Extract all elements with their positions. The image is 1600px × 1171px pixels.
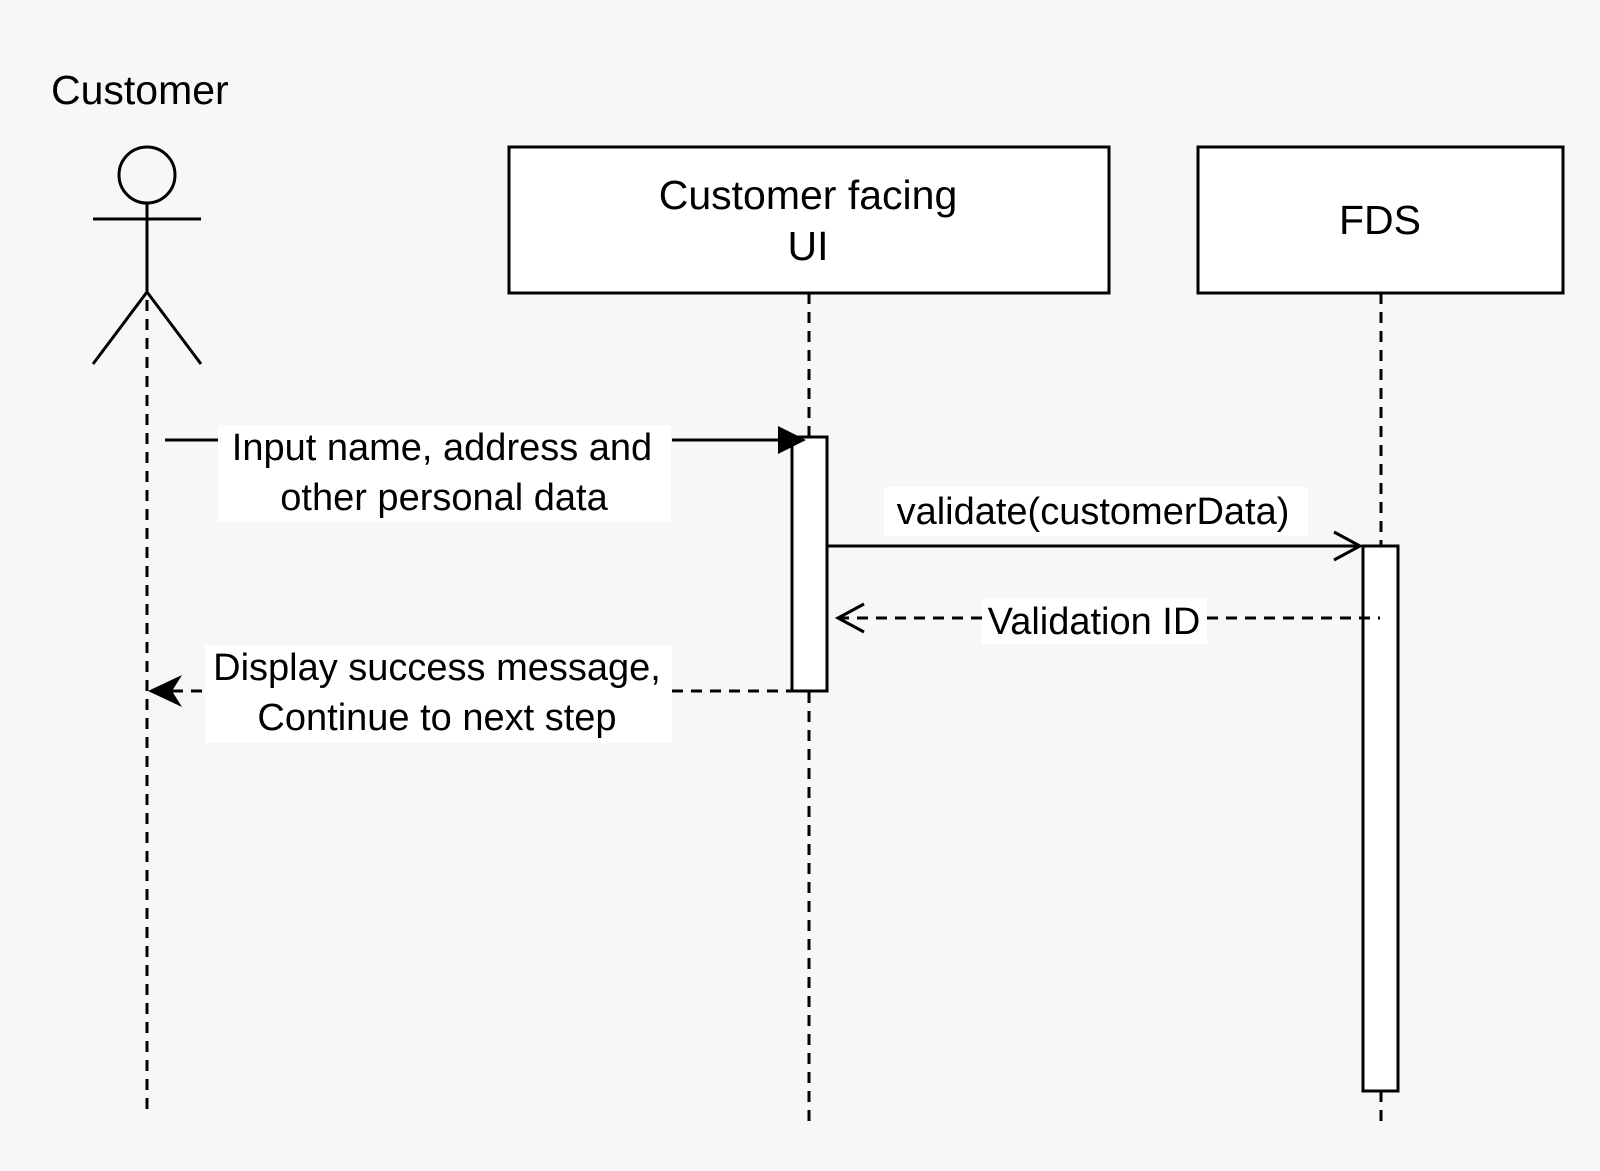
message-validation-id-label-bg (982, 598, 1207, 644)
message-input-label-line2: other personal data (280, 477, 608, 519)
participant-ui-label-line1: Customer facing (659, 172, 958, 218)
message-validate-label-bg (884, 487, 1308, 536)
actor-name-customer: Customer (51, 67, 229, 113)
message-validate: validate(customerData) (827, 487, 1364, 562)
message-display-label-line2: Continue to next step (257, 697, 616, 739)
message-input-label-bg (218, 425, 671, 522)
message-validation-id: Validation ID (834, 598, 1380, 644)
participant-ui-label-line2: UI (788, 223, 829, 269)
message-input: Input name, address and other personal d… (165, 425, 806, 522)
message-display: Display success message, Continue to nex… (148, 645, 809, 743)
activation-fds (1361, 544, 1400, 1093)
arrowhead-filled-icon (148, 675, 182, 707)
activation-ui (790, 435, 829, 693)
participant-ui: Customer facing UI (507, 145, 1111, 295)
message-display-label-line1: Display success message, (213, 647, 661, 689)
message-display-label-bg (205, 645, 672, 743)
actor-figure-customer (91, 145, 203, 365)
participant-fds-label: FDS (1339, 197, 1421, 243)
arrowhead-open-icon (834, 602, 865, 634)
arrowhead-filled-icon (778, 426, 806, 454)
arrowhead-open-icon (1333, 530, 1364, 562)
message-validate-label: validate(customerData) (897, 491, 1290, 533)
participant-fds: FDS (1196, 145, 1565, 295)
message-validation-id-label: Validation ID (988, 601, 1201, 643)
message-input-label-line1: Input name, address and (232, 427, 652, 469)
